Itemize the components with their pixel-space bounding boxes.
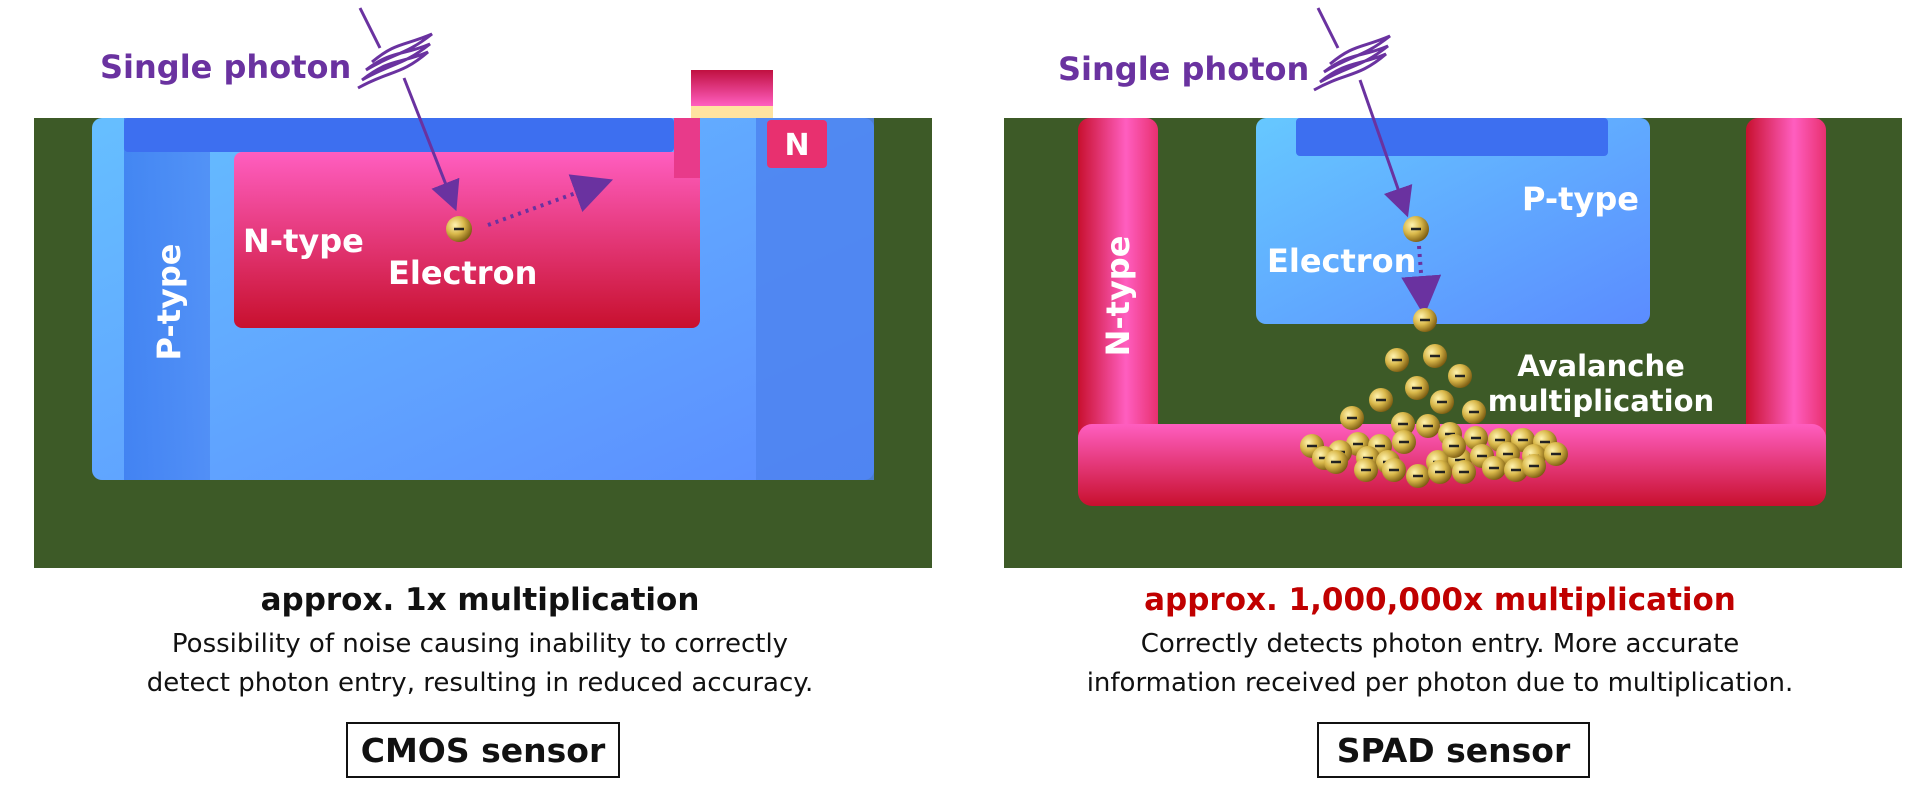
- description-line: Correctly detects photon entry. More acc…: [1140, 629, 1740, 659]
- electron-icon: [446, 216, 472, 242]
- electron-icon: [1482, 456, 1506, 480]
- sensor-name-box: SPAD sensor: [1317, 722, 1590, 778]
- n-type-label: N-type: [1099, 236, 1137, 357]
- electron-label: Electron: [1267, 242, 1416, 280]
- surface-strip: [124, 118, 674, 152]
- electron-icon: [1382, 458, 1406, 482]
- electron-icon: [1324, 450, 1348, 474]
- electron-icon: [1405, 376, 1429, 400]
- electron-path-arrow: [487, 174, 614, 227]
- n-type-left-arm: [1078, 118, 1158, 503]
- electron-icon: [1416, 414, 1440, 438]
- n-type-label: N-type: [243, 222, 364, 260]
- cmos-panel: N N-type Electron P-type Single photon a…: [0, 7, 960, 778]
- electron-icon: [1504, 458, 1528, 482]
- electron-icon: [1392, 430, 1416, 454]
- avalanche-electrons: [1300, 308, 1568, 488]
- electron-icon: [1423, 344, 1447, 368]
- description: Correctly detects photon entry. More acc…: [960, 625, 1920, 703]
- electron-icon: [1452, 460, 1476, 484]
- electron-icon: [1403, 216, 1429, 242]
- electron-icon: [1413, 308, 1437, 332]
- electron-icon: [1391, 412, 1415, 436]
- electron-icon: [1544, 442, 1568, 466]
- n-type-right-arm: [1746, 118, 1826, 503]
- n-contact: [767, 120, 827, 168]
- electron-icon: [1442, 434, 1466, 458]
- spad-panel: P-type Electron N-type Avalanche multipl…: [960, 0, 1920, 792]
- cmos-diagram: N N-type Electron P-type Single photon: [34, 7, 932, 568]
- photon-icon: [1313, 7, 1413, 218]
- electron-icon: [1522, 454, 1546, 478]
- electron-icon: [1406, 464, 1430, 488]
- surface-strip: [1296, 118, 1608, 156]
- electron-icon: [1428, 460, 1452, 484]
- electron-icon: [1385, 348, 1409, 372]
- description-line: detect photon entry, resulting in reduce…: [146, 668, 814, 698]
- description-line: information received per photon due to m…: [1086, 668, 1794, 698]
- sensor-name-box: CMOS sensor: [346, 722, 620, 778]
- spad-diagram: P-type Electron N-type Avalanche multipl…: [1004, 7, 1902, 568]
- electron-icon: [1462, 400, 1486, 424]
- n-type-top: [674, 118, 700, 178]
- electron-icon: [1354, 458, 1378, 482]
- electron-icon: [1340, 406, 1364, 430]
- p-type-label: P-type: [150, 244, 188, 361]
- electron-icon: [1369, 388, 1393, 412]
- electron-icon: [1430, 390, 1454, 414]
- gate-oxide: [691, 106, 773, 118]
- electron-path-arrow: [1401, 245, 1442, 316]
- avalanche-label-line2: multiplication: [1488, 384, 1714, 418]
- sensor-name: SPAD sensor: [1336, 730, 1571, 770]
- photon-icon: [357, 7, 460, 212]
- n-contact-label: N: [784, 128, 809, 163]
- multiplication-title: approx. 1,000,000x multiplication: [1144, 582, 1736, 618]
- electron-icon: [1448, 364, 1472, 388]
- sensor-name: CMOS sensor: [360, 730, 606, 770]
- right-band: [756, 118, 874, 480]
- gate: [691, 70, 773, 106]
- multiplication-title: approx. 1x multiplication: [260, 582, 700, 618]
- electron-label: Electron: [388, 254, 537, 292]
- photon-label: Single photon: [1058, 50, 1309, 88]
- p-type-band: [124, 118, 210, 480]
- avalanche-label-line1: Avalanche: [1517, 349, 1685, 383]
- p-type-region: [1256, 118, 1650, 324]
- p-type-label: P-type: [1522, 180, 1639, 218]
- description-line: Possibility of noise causing inability t…: [171, 629, 789, 659]
- photon-label: Single photon: [100, 48, 351, 86]
- description: Possibility of noise causing inability t…: [0, 625, 960, 703]
